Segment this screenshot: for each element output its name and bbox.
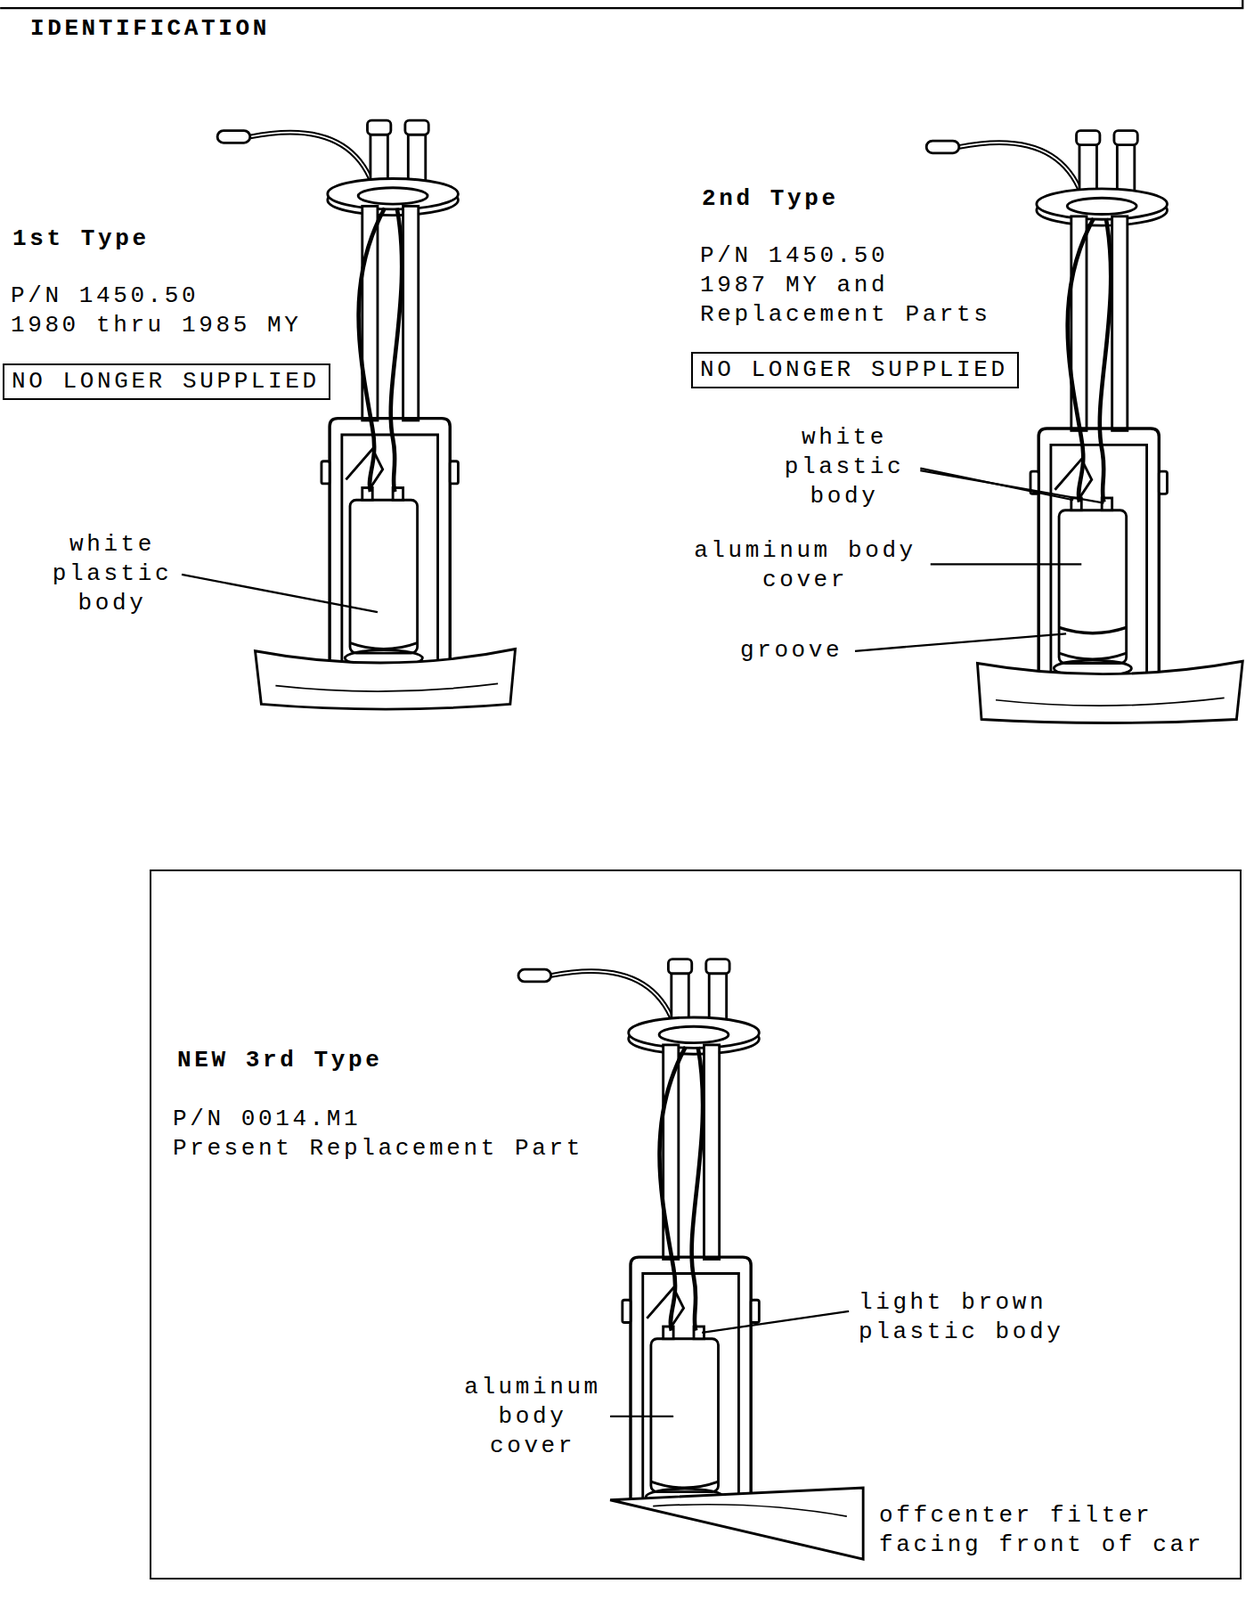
status-text: NO LONGER SUPPLIED	[11, 366, 320, 397]
status-box: NO LONGER SUPPLIED	[691, 351, 1019, 389]
part-number-note: P/N 0014.M1 Present Replacement Part	[172, 1104, 601, 1164]
pump-filter	[275, 683, 498, 692]
offcenter-filter	[652, 1504, 847, 1516]
leader-line	[920, 470, 1104, 504]
type-heading: NEW 3rd Type	[177, 1045, 445, 1075]
pump-filter	[254, 648, 515, 709]
leader-line	[181, 468, 1104, 1417]
leader-line	[181, 574, 378, 612]
part-number-note: P/N 1450.50 1987 MY and Replacement Part…	[700, 241, 1003, 330]
page-border	[0, 0, 1243, 9]
callout-label: offcenter filter facing front of car	[879, 1500, 1218, 1560]
page-border	[0, 0, 1243, 9]
type-heading: 1st Type	[12, 224, 280, 254]
callout-label: white plastic body	[773, 423, 916, 512]
callout-label: aluminum body cover	[456, 1372, 609, 1461]
callout-label: white plastic body	[40, 529, 184, 619]
pump-filter	[995, 697, 1225, 706]
status-text: NO LONGER SUPPLIED	[700, 355, 1009, 385]
status-box: NO LONGER SUPPLIED	[2, 363, 331, 400]
pump-filter	[977, 660, 1243, 723]
fuel-pump-second-type	[926, 130, 1167, 677]
replacement-frame: NEW 3rd TypeP/N 0014.M1 Present Replacem…	[149, 869, 1242, 1580]
type-heading: 2nd Type	[701, 184, 969, 214]
callout-label: light brown plastic body	[858, 1287, 1077, 1347]
callout-label: groove	[740, 635, 919, 666]
leader-line	[701, 1311, 849, 1333]
pump-groove	[1058, 627, 1127, 633]
line-spacer	[206, 281, 314, 311]
line-spacer	[377, 1104, 601, 1134]
part-number-note: P/N 1450.50 1980 thru 1985 MY	[10, 281, 314, 341]
leader-line	[610, 1415, 674, 1417]
line-spacer	[895, 241, 1003, 301]
leader-line	[855, 633, 1067, 651]
leader-line	[930, 562, 1083, 565]
callout-label: aluminum body cover	[689, 536, 921, 595]
offcenter-filter	[610, 1487, 864, 1559]
page-title: IDENTIFICATION	[30, 14, 270, 44]
